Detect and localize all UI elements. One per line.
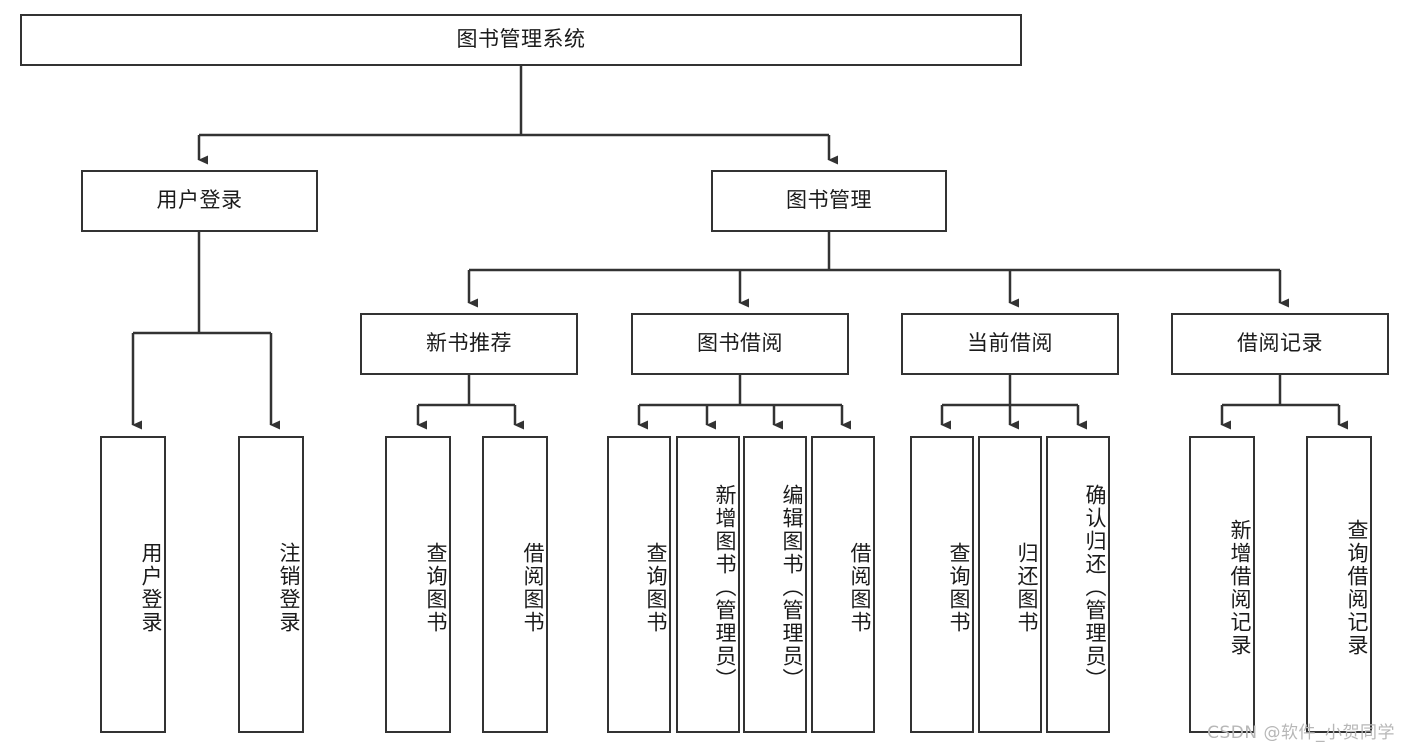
node-label: 注销登录	[277, 541, 301, 634]
leaf-borrow-edit-book[interactable]: 编辑图书（管理员）	[743, 436, 807, 733]
leaf-current-return-book[interactable]: 归还图书	[978, 436, 1042, 733]
leaf-current-query-book[interactable]: 查询图书	[910, 436, 974, 733]
node-label: 查询借阅记录	[1345, 518, 1369, 657]
leaf-user-logout[interactable]: 注销登录	[238, 436, 304, 733]
leaf-borrow-borrow-book[interactable]: 借阅图书	[811, 436, 875, 733]
leaf-user-login[interactable]: 用户登录	[100, 436, 166, 733]
node-label: 新书推荐	[426, 331, 512, 356]
node-book-borrow[interactable]: 图书借阅	[631, 313, 849, 375]
node-label: 当前借阅	[967, 331, 1053, 356]
node-user-login[interactable]: 用户登录	[81, 170, 318, 232]
node-label: 借阅记录	[1237, 331, 1323, 356]
node-book-management[interactable]: 图书管理	[711, 170, 947, 232]
leaf-record-add[interactable]: 新增借阅记录	[1189, 436, 1255, 733]
csdn-watermark: CSDN @软件_小贺同学	[1207, 723, 1395, 743]
leaf-borrow-query-book[interactable]: 查询图书	[607, 436, 671, 733]
node-root-system[interactable]: 图书管理系统	[20, 14, 1022, 66]
node-label: 编辑图书（管理员）	[780, 484, 804, 691]
node-borrow-record[interactable]: 借阅记录	[1171, 313, 1389, 375]
leaf-current-confirm-return[interactable]: 确认归还（管理员）	[1046, 436, 1110, 733]
node-label: 图书管理	[786, 188, 872, 213]
node-label: 新增图书（管理员）	[713, 484, 737, 691]
node-label: 确认归还（管理员）	[1083, 484, 1107, 691]
node-label: 图书借阅	[697, 331, 783, 356]
node-label: 借阅图书	[848, 541, 872, 634]
node-label: 查询图书	[424, 541, 448, 634]
node-new-book-recommend[interactable]: 新书推荐	[360, 313, 578, 375]
node-label: 查询图书	[644, 541, 668, 634]
node-label: 用户登录	[156, 188, 243, 213]
leaf-record-query[interactable]: 查询借阅记录	[1306, 436, 1372, 733]
node-label: 用户登录	[139, 541, 163, 634]
node-current-borrow[interactable]: 当前借阅	[901, 313, 1119, 375]
node-label: 查询图书	[947, 541, 971, 634]
leaf-new-book-query[interactable]: 查询图书	[385, 436, 451, 733]
leaf-new-book-borrow[interactable]: 借阅图书	[482, 436, 548, 733]
leaf-borrow-add-book[interactable]: 新增图书（管理员）	[676, 436, 740, 733]
node-label: 图书管理系统	[456, 27, 586, 52]
node-label: 借阅图书	[521, 541, 545, 634]
node-label: 新增借阅记录	[1228, 518, 1252, 657]
node-label: 归还图书	[1015, 541, 1039, 634]
